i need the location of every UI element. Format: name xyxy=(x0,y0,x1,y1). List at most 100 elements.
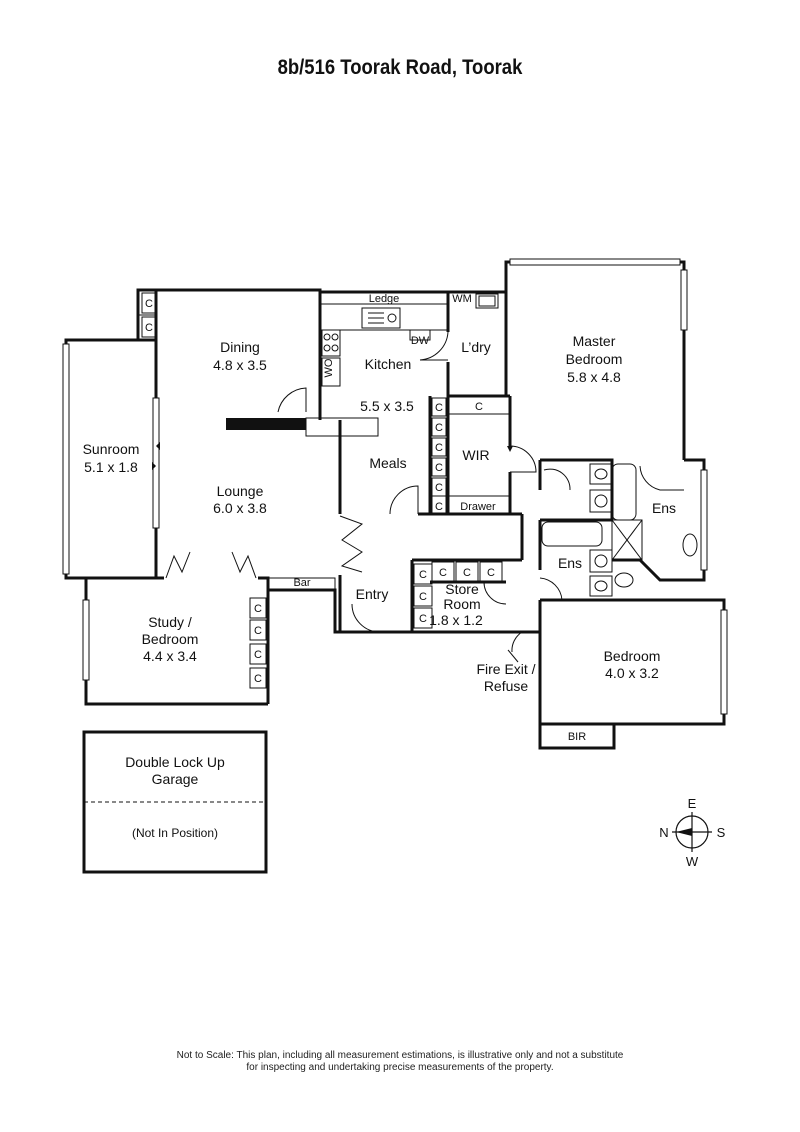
kitchen-label: Kitchen xyxy=(365,356,412,372)
sunroom-size: 5.1 x 1.8 xyxy=(84,459,138,475)
bedroom-label: Bedroom xyxy=(604,648,661,664)
store-size: 1.8 x 1.2 xyxy=(429,612,483,628)
svg-text:C: C xyxy=(435,402,443,414)
study-window xyxy=(82,599,90,681)
compass-e: E xyxy=(688,796,697,811)
store-label-2: Room xyxy=(443,596,480,612)
svg-text:C: C xyxy=(435,482,443,494)
laundry-label: L’dry xyxy=(461,339,491,355)
garage-label-2: Garage xyxy=(152,771,199,787)
store-label-1: Store xyxy=(445,581,479,597)
compass-n: N xyxy=(659,825,668,840)
svg-text:C: C xyxy=(419,569,427,581)
svg-text:C: C xyxy=(435,442,443,454)
svg-text:C: C xyxy=(435,422,443,434)
bifold-door-1 xyxy=(165,551,191,579)
svg-text:C: C xyxy=(463,567,471,579)
cupboard-labels: C C C C C C C C C C C C C C C C C C C xyxy=(145,298,495,685)
ledge-label: Ledge xyxy=(369,293,400,305)
bar-label: Bar xyxy=(293,577,310,589)
door-swing-wir xyxy=(509,445,537,473)
door-fire-exit xyxy=(511,631,523,653)
dining-size: 4.8 x 3.5 xyxy=(213,357,267,373)
compass-s: S xyxy=(717,825,726,840)
door-swing-ens2 xyxy=(539,577,563,601)
ens-second-label: Ens xyxy=(558,555,582,571)
bedroom-window xyxy=(720,609,728,715)
meals-label: Meals xyxy=(369,455,406,471)
toilet-second xyxy=(614,572,634,588)
svg-text:C: C xyxy=(487,567,495,579)
door-swing-dining xyxy=(277,387,307,413)
garage-note: (Not In Position) xyxy=(132,826,218,840)
master-label-2: Bedroom xyxy=(566,351,623,367)
disclaimer: Not to Scale: This plan, including all m… xyxy=(0,1050,800,1074)
svg-text:C: C xyxy=(439,567,447,579)
drawer-label: Drawer xyxy=(460,501,496,513)
kitchen-meals-size: 5.5 x 3.5 xyxy=(360,398,414,414)
bedroom-size: 4.0 x 3.2 xyxy=(605,665,659,681)
cooktop xyxy=(321,329,341,357)
bifold-door-entry xyxy=(339,515,364,573)
svg-text:C: C xyxy=(419,591,427,603)
master-label-1: Master xyxy=(573,333,616,349)
fire-exit-label-2: Refuse xyxy=(484,678,529,694)
garage-label-1: Double Lock Up xyxy=(125,754,225,770)
vanity-master xyxy=(589,463,613,485)
lounge-label: Lounge xyxy=(217,483,264,499)
master-window-n xyxy=(509,258,681,266)
svg-text:C: C xyxy=(435,501,443,513)
ens-window xyxy=(700,469,708,571)
fire-exit-label-1: Fire Exit / xyxy=(476,661,535,677)
bifold-door-2 xyxy=(231,551,257,579)
svg-text:C: C xyxy=(254,649,262,661)
wir-label: WIR xyxy=(462,447,489,463)
vanity-second xyxy=(589,549,613,573)
ens-master-label: Ens xyxy=(652,500,676,516)
study-label-2: Bedroom xyxy=(142,631,199,647)
study-size: 4.4 x 3.4 xyxy=(143,648,197,664)
door-swing-store xyxy=(483,581,507,605)
door-swing-ens xyxy=(639,465,684,491)
svg-text:C: C xyxy=(145,322,153,334)
svg-text:C: C xyxy=(254,625,262,637)
svg-text:C: C xyxy=(254,603,262,615)
door-swing-laundry xyxy=(419,331,449,361)
shower xyxy=(611,519,643,561)
disclaimer-line-1: Not to Scale: This plan, including all m… xyxy=(176,1050,624,1061)
svg-text:C: C xyxy=(254,673,262,685)
door-swing-entry xyxy=(351,603,381,633)
lounge-size: 6.0 x 3.8 xyxy=(213,500,267,516)
page-title: 8b/516 Toorak Road, Toorak xyxy=(277,56,523,79)
toilet-master xyxy=(682,533,698,557)
sunroom-label: Sunroom xyxy=(83,441,140,457)
bar-bench xyxy=(267,577,336,591)
master-window-e xyxy=(680,269,688,331)
svg-text:C: C xyxy=(419,613,427,625)
svg-text:C: C xyxy=(145,298,153,310)
wall-oven xyxy=(321,357,341,387)
kitchen-sink xyxy=(361,307,401,329)
washing-machine xyxy=(475,293,499,309)
disclaimer-line-2: for inspecting and undertaking precise m… xyxy=(246,1062,554,1073)
svg-text:C: C xyxy=(475,401,483,413)
svg-text:C: C xyxy=(435,462,443,474)
bath-master xyxy=(611,463,637,521)
fireplace xyxy=(226,418,306,430)
master-size: 5.8 x 4.8 xyxy=(567,369,621,385)
sunroom-window xyxy=(62,343,70,575)
dining-label: Dining xyxy=(220,339,260,355)
compass-w: W xyxy=(686,854,699,869)
study-label-1: Study / xyxy=(148,614,192,630)
bath-second xyxy=(541,521,603,547)
wm-label: WM xyxy=(452,293,472,305)
door-swing-meals xyxy=(389,485,419,515)
cupboards xyxy=(141,292,503,689)
sunroom-slider xyxy=(152,397,160,529)
entry-label: Entry xyxy=(356,586,389,602)
bir-label: BIR xyxy=(568,731,586,743)
dw-label: DW xyxy=(411,335,430,347)
wo-label: WO xyxy=(323,358,335,377)
compass: E N S W xyxy=(659,796,725,869)
